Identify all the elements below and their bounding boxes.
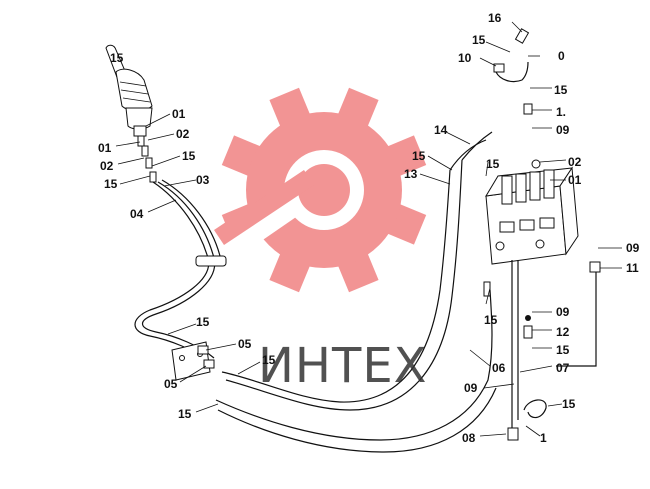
callout-label: 09: [626, 241, 640, 255]
callout-label: 15: [484, 313, 498, 327]
callout-label: 14: [434, 123, 448, 137]
callout-label: 15: [412, 149, 426, 163]
callout-label: 01: [172, 107, 186, 121]
callout-label: 13: [404, 167, 418, 181]
callout-label: 05: [164, 377, 178, 391]
callout-label: 09: [556, 123, 570, 137]
callout-label: 0: [558, 49, 565, 63]
callout-label: 02: [176, 127, 190, 141]
callout-label: 15: [472, 33, 486, 47]
callout-leader-lines: [115, 21, 622, 437]
callout-label: 03: [196, 173, 210, 187]
callout-label: 09: [464, 381, 478, 395]
callout-label: 15: [554, 83, 568, 97]
callout-label: 15: [262, 353, 276, 367]
callout-label: 15: [104, 177, 118, 191]
callout-label: 01: [98, 141, 112, 155]
watermark-gear-icon: [204, 87, 427, 293]
joystick-lever: [105, 44, 153, 137]
watermark-text: ИНТЕХ: [258, 338, 428, 394]
callout-label: 02: [568, 155, 582, 169]
callout-label: 08: [462, 431, 476, 445]
callout-label: 07: [556, 361, 570, 375]
callout-label: 02: [100, 159, 114, 173]
callout-label: 15: [486, 157, 500, 171]
control-valve-block: [485, 166, 579, 265]
callout-label: 04: [130, 207, 144, 221]
callout-label: 05: [238, 337, 252, 351]
callout-label: 15: [556, 343, 570, 357]
callout-label: 1.: [556, 105, 566, 119]
callout-label: 15: [196, 315, 210, 329]
callout-label: 1: [540, 431, 547, 445]
main-hoses: [215, 131, 497, 453]
callout-label: 06: [492, 361, 506, 375]
mounting-bracket: [171, 341, 215, 381]
callout-label: 12: [556, 325, 570, 339]
callout-label: 09: [556, 305, 570, 319]
callout-label: 15: [178, 407, 192, 421]
pilot-hoses: [134, 179, 227, 363]
callout-label: 15: [562, 397, 576, 411]
callout-label: 10: [458, 51, 472, 65]
top-return-line: [483, 28, 601, 441]
callout-label: 15: [110, 51, 124, 65]
callout-labels: 16 15 10 0 15 1. 09 14 15 13 15 02 01 09…: [98, 11, 640, 445]
callout-label: 15: [182, 149, 196, 163]
callout-label: 01: [568, 173, 582, 187]
callout-label: 11: [626, 261, 639, 275]
callout-label: 16: [488, 11, 502, 25]
